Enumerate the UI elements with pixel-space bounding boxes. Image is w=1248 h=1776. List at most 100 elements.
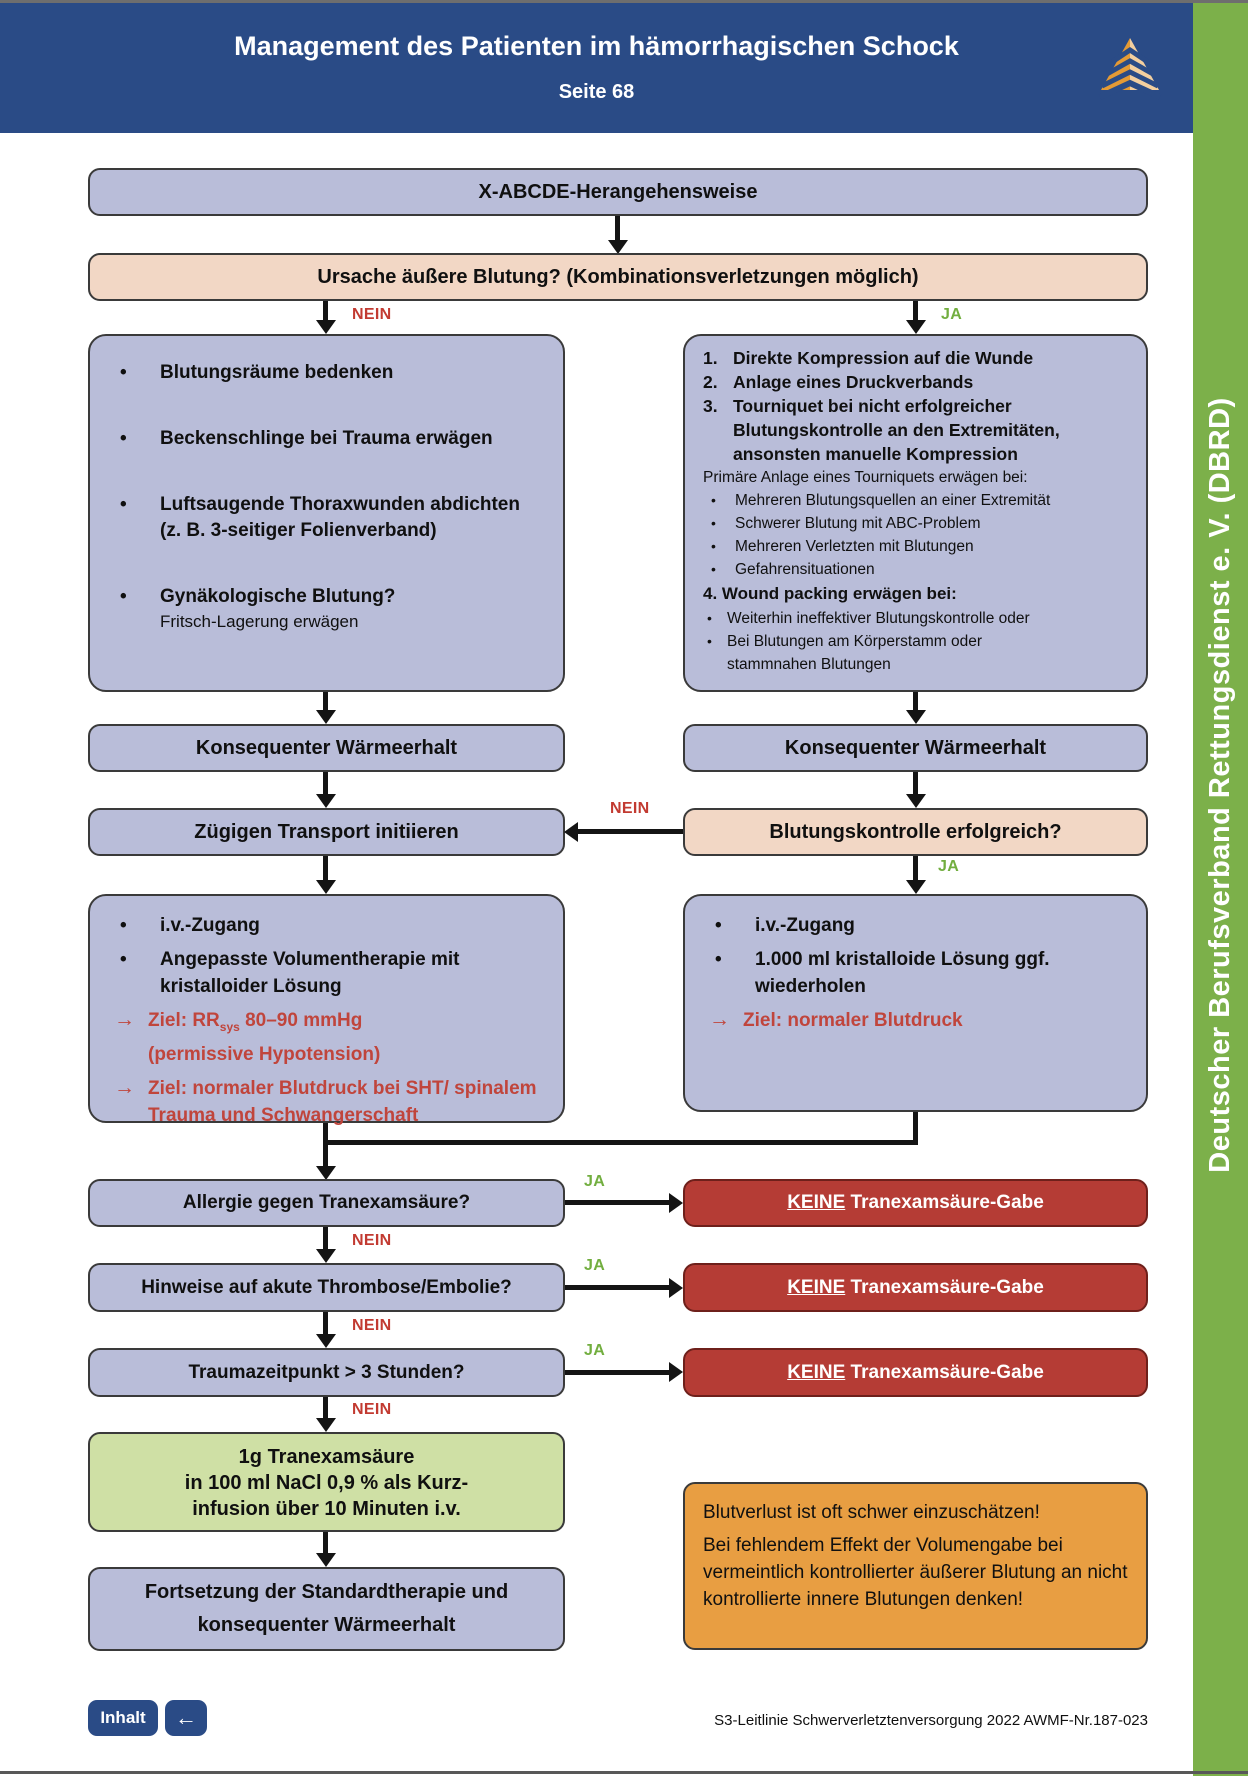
warmth-box-left: Konsequenter Wärmeerhalt xyxy=(88,724,565,772)
arrowhead-down-icon xyxy=(316,320,336,334)
branch-label-nein: NEIN xyxy=(352,1317,392,1334)
branch-label-ja: JA xyxy=(584,1342,606,1359)
numbered-item: 3. Tourniquet bei nicht erfolgreicher Bl… xyxy=(703,394,1128,466)
question-trauma-time-label: Traumazeitpunkt > 3 Stunden? xyxy=(188,1361,465,1383)
keine-label: KEINE xyxy=(787,1276,846,1298)
list-item-label: Gynäkologische Blutung? xyxy=(160,586,396,607)
txa-dose-line: infusion über 10 Minuten i.v. xyxy=(192,1498,461,1520)
list-item: Gynäkologische Blutung? Fritsch-Lagerung… xyxy=(114,584,539,634)
connector xyxy=(913,301,918,321)
warning-line: Blutverlust ist oft schwer einzuschätzen… xyxy=(703,1502,1040,1523)
page-header: Management des Patienten im hämorrhagisc… xyxy=(0,3,1193,133)
goal-text: 80–90 mmHg xyxy=(239,1010,363,1031)
connector xyxy=(323,1140,918,1145)
wound-packing-heading: 4. Wound packing erwägen bei: xyxy=(703,584,957,603)
tourniquet-intro: Primäre Anlage eines Tourniquets erwägen… xyxy=(703,469,1028,486)
branch-label-nein: NEIN xyxy=(352,306,392,323)
arrowhead-right-icon xyxy=(669,1193,683,1213)
contents-button[interactable]: Inhalt xyxy=(88,1700,158,1736)
branch-label-ja: JA xyxy=(941,306,963,323)
warning-line: Bei fehlendem Effekt der Volumengabe bei… xyxy=(703,1535,1128,1610)
back-button[interactable]: ← xyxy=(165,1700,207,1736)
warmth-label: Konsequenter Wärmeerhalt xyxy=(195,736,458,759)
connector xyxy=(913,772,918,795)
connector xyxy=(565,1200,669,1205)
question-external-bleeding-label: Ursache äußere Blutung? (Kombinationsver… xyxy=(317,265,919,288)
arrowhead-down-icon xyxy=(608,240,628,254)
transport-label: Zügigen Transport initiieren xyxy=(194,820,459,843)
no-branch-measures-box: Blutungsräume bedenken Beckenschlinge be… xyxy=(88,334,565,692)
warmth-label: Konsequenter Wärmeerhalt xyxy=(784,736,1047,759)
arrowhead-down-icon xyxy=(316,1334,336,1348)
back-arrow-icon: ← xyxy=(175,1705,197,1730)
red-arrow-icon: → xyxy=(114,1008,135,1031)
standard-therapy-label: Fortsetzung der Standardtherapie und kon… xyxy=(144,1581,509,1636)
item-number: 3. xyxy=(703,396,718,416)
iv-therapy-left-box: i.v.-Zugang Angepasste Volumentherapie m… xyxy=(88,894,565,1126)
arrowhead-down-icon xyxy=(316,880,336,894)
question-bleeding-control: Blutungskontrolle erfolgreich? xyxy=(683,808,1148,856)
flow-start-box: X-ABCDE-Herangehensweise xyxy=(88,168,1148,216)
question-txa-allergy-label: Allergie gegen Tranexamsäure? xyxy=(182,1192,471,1213)
question-bleeding-control-label: Blutungskontrolle erfolgreich? xyxy=(769,820,1062,843)
connector xyxy=(323,856,328,881)
page-title: Management des Patienten im hämorrhagisc… xyxy=(234,31,959,61)
list-item: i.v.-Zugang xyxy=(114,912,543,939)
goal-text-line2: (permissive Hypotension) xyxy=(148,1043,381,1065)
warmth-box-right: Konsequenter Wärmeerhalt xyxy=(683,724,1148,772)
question-thrombosis-label: Hinweise auf akute Thrombose/Embolie? xyxy=(141,1276,512,1298)
connector xyxy=(565,1370,669,1375)
branch-label-nein: NEIN xyxy=(352,1232,392,1249)
txa-dose-line: 1g Tranexamsäure xyxy=(238,1446,415,1468)
arrowhead-down-icon xyxy=(316,794,336,808)
list-item: Angepasste Volumentherapie mit kristallo… xyxy=(114,946,543,1000)
dbrd-sidebar-label: Deutscher Berufsverband Rettungsdienst e… xyxy=(1204,397,1236,1173)
connector xyxy=(323,692,328,711)
footer-source: S3-Leitlinie Schwerverletztenversorgung … xyxy=(714,1712,1148,1729)
list-item: Mehreren Verletzten mit Blutungen xyxy=(703,535,1128,558)
dbrd-sidebar xyxy=(1193,0,1248,1776)
list-item: Schwerer Blutung mit ABC-Problem xyxy=(703,512,1128,535)
arrowhead-down-icon xyxy=(906,880,926,894)
branch-label-ja: JA xyxy=(584,1257,606,1274)
arrowhead-down-icon xyxy=(316,1249,336,1263)
question-txa-allergy: Allergie gegen Tranexamsäure? xyxy=(88,1179,565,1227)
goal-text: Ziel: normaler Blutdruck bei SHT/ spinal… xyxy=(148,1077,537,1126)
arrowhead-right-icon xyxy=(669,1362,683,1382)
connector xyxy=(913,692,918,711)
list-item: Weiterhin ineffektiver Blutungskontrolle… xyxy=(703,607,1128,630)
numbered-item: 1. Direkte Kompression auf die Wunde xyxy=(703,346,1128,370)
window-top-edge xyxy=(0,0,1248,3)
standard-therapy-box: Fortsetzung der Standardtherapie und kon… xyxy=(88,1567,565,1651)
txa-dose-line: in 100 ml NaCl 0,9 % als Kurz- xyxy=(184,1472,469,1494)
question-thrombosis: Hinweise auf akute Thrombose/Embolie? xyxy=(88,1263,565,1312)
goal-line: → Ziel: RRsys 80–90 mmHg (permissive Hyp… xyxy=(114,1007,543,1068)
dbrd-pyramid-logo xyxy=(1098,38,1162,100)
no-txa-label: Tranexamsäure-Gabe xyxy=(845,1361,1044,1383)
no-txa-box-2: KEINE Tranexamsäure-Gabe xyxy=(683,1263,1148,1312)
connector xyxy=(565,1285,669,1290)
list-item-sub: Fritsch-Lagerung erwägen xyxy=(160,612,359,631)
branch-label-ja: JA xyxy=(584,1173,606,1190)
goal-line: → Ziel: normaler Blutdruck xyxy=(709,1007,1126,1034)
item-number: 1. xyxy=(703,348,718,368)
arrowhead-right-icon xyxy=(669,1278,683,1298)
no-txa-label: Tranexamsäure-Gabe xyxy=(845,1192,1044,1213)
connector xyxy=(323,1397,328,1419)
list-item: Mehreren Blutungsquellen an einer Extrem… xyxy=(703,489,1128,512)
yes-branch-measures-box: 1. Direkte Kompression auf die Wunde 2. … xyxy=(683,334,1148,692)
arrowhead-down-icon xyxy=(906,710,926,724)
arrowhead-down-icon xyxy=(316,710,336,724)
item-text: Direkte Kompression auf die Wunde xyxy=(733,348,1034,368)
no-txa-box-1: KEINE Tranexamsäure-Gabe xyxy=(683,1179,1148,1227)
keine-label: KEINE xyxy=(787,1361,846,1383)
list-item: i.v.-Zugang xyxy=(709,912,1126,939)
connector xyxy=(323,1532,328,1554)
item-text: Tourniquet bei nicht erfolgreicher Blutu… xyxy=(733,396,1060,464)
item-number: 2. xyxy=(703,372,718,392)
red-arrow-icon: → xyxy=(114,1075,135,1099)
connector xyxy=(615,216,620,241)
goal-text: Ziel: normaler Blutdruck xyxy=(743,1010,963,1031)
contents-button-label: Inhalt xyxy=(100,1708,146,1727)
connector xyxy=(913,856,918,881)
